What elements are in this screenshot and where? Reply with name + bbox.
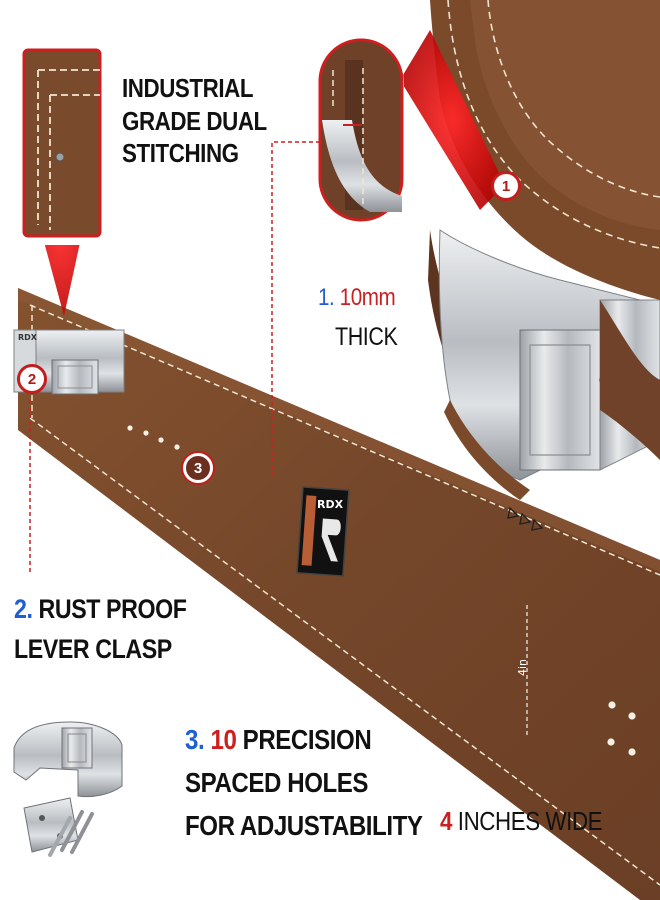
clasp-brand-text: RDX: [18, 333, 37, 342]
clasp-parts: [13, 721, 123, 857]
patch-brand-text: RDX: [317, 498, 344, 511]
holes-title: PRECISION: [242, 724, 372, 755]
width-mark: 4in: [516, 658, 529, 676]
belt-closeup: [428, 0, 660, 500]
clasp-callout-line-1: 2. RUST PROOF: [14, 593, 187, 627]
thickness-label: THICK: [335, 323, 398, 351]
holes-callout-line-3: FOR ADJUSTABILITY: [185, 810, 423, 841]
stitching-zoom: [18, 45, 103, 316]
holes-callout-line-1: 3. 10 PRECISION: [185, 722, 372, 757]
stitching-line-1: INDUSTRIAL: [122, 73, 254, 103]
stitching-line-2: GRADE DUAL: [122, 105, 267, 136]
holes-count: 10: [210, 724, 237, 755]
width-number: 4: [440, 806, 453, 836]
thickness-value: 10mm: [339, 284, 396, 311]
thickness-number: 1.: [318, 284, 335, 311]
clasp-number: 2.: [14, 594, 33, 624]
width-label: INCHES WIDE: [457, 806, 603, 836]
rdx-patch: [296, 486, 350, 577]
width-callout: 4 INCHES WIDE: [440, 805, 603, 838]
marker-2: 2: [17, 364, 47, 394]
clasp-title: RUST PROOF: [38, 594, 187, 624]
stitching-line-3: STITCHING: [122, 138, 239, 168]
clasp-callout-line-2: LEVER CLASP: [14, 634, 172, 664]
holes-callout-line-2: SPACED HOLES: [185, 767, 369, 798]
thickness-zoom: [318, 30, 505, 222]
motion-arrows: [507, 506, 544, 531]
marker-3: 3: [183, 453, 213, 483]
holes-number: 3.: [185, 724, 205, 755]
belt-strip: [13, 288, 660, 900]
marker-1: 1: [491, 171, 521, 201]
thickness-callout: 1. 10mm: [318, 283, 396, 313]
stitching-callout: INDUSTRIAL GRADE DUAL STITCHING: [122, 72, 267, 170]
